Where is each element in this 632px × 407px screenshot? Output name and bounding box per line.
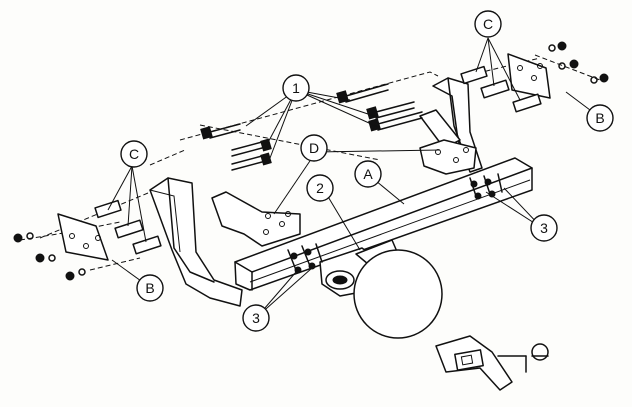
leader-lines [107, 37, 599, 317]
main-crossbar [234, 157, 533, 291]
callout-d: D [300, 134, 328, 162]
right-nuts [548, 41, 609, 84]
callout-a: A [354, 160, 382, 188]
left-spacers [94, 199, 162, 255]
callout-b-right: B [586, 104, 614, 132]
callout-c-top-right: C [474, 10, 502, 38]
callout-a-label: A [363, 166, 373, 182]
lower-bolts-left [287, 243, 323, 274]
callout-d-label: D [309, 140, 319, 156]
mounting-plate-left [211, 191, 301, 247]
callout-c-left: C [120, 140, 148, 168]
detail-circle [353, 249, 443, 339]
callout-c-left-label: C [129, 146, 139, 162]
mounting-plate-right [419, 139, 477, 175]
bolt [336, 83, 389, 104]
bolt [368, 111, 423, 132]
callout-3-right: 3 [530, 214, 558, 242]
bolt [366, 101, 415, 120]
callout-1: 1 [282, 74, 310, 102]
callout-3-right-label: 3 [540, 220, 548, 236]
callout-c-top-right-label: C [483, 16, 493, 32]
left-side-plate [57, 213, 109, 261]
callout-3-left: 3 [242, 304, 270, 332]
callout-3-left-label: 3 [252, 310, 260, 326]
bolt [231, 152, 272, 171]
bolt [200, 123, 241, 140]
left-vertical-bracket [149, 177, 243, 307]
callout-2-label: 2 [316, 180, 324, 196]
lower-bolts-right [469, 173, 503, 200]
callout-b-right-label: B [595, 110, 604, 126]
tow-ball-assembly [435, 335, 549, 391]
left-nuts [13, 232, 86, 281]
right-side-plate [507, 53, 551, 99]
callout-1-label: 1 [292, 80, 300, 96]
callout-b-left-label: B [145, 280, 154, 296]
right-spacers [460, 65, 542, 113]
callout-b-left: B [136, 274, 164, 302]
callout-2: 2 [306, 174, 334, 202]
